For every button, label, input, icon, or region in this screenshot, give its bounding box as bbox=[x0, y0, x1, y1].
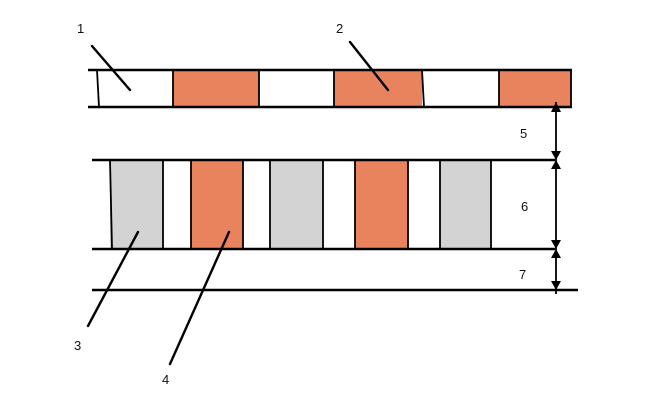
middle-block-gray-3 bbox=[440, 160, 491, 249]
label-6: 6 bbox=[521, 199, 528, 214]
middle-block-white-1 bbox=[163, 160, 191, 249]
leader-line-3 bbox=[86, 230, 140, 328]
label-2: 2 bbox=[336, 21, 343, 36]
label-5: 5 bbox=[520, 126, 527, 141]
dimension-arrow-5-top bbox=[551, 102, 561, 112]
dimension-arrow-7-bottom bbox=[551, 281, 561, 290]
dimension-arrow-5-bottom bbox=[551, 151, 561, 160]
label-1: 1 bbox=[77, 21, 84, 36]
dimension-arrow-6-bottom bbox=[551, 240, 561, 249]
middle-block-orange-1 bbox=[191, 160, 243, 249]
dimension-arrow-7-top bbox=[551, 249, 561, 258]
middle-block-orange-2 bbox=[355, 160, 408, 249]
middle-block-white-2 bbox=[243, 160, 270, 249]
dimension-line bbox=[551, 102, 561, 294]
middle-block-white-3 bbox=[323, 160, 355, 249]
label-3: 3 bbox=[74, 338, 81, 353]
middle-block-white-4 bbox=[408, 160, 440, 249]
top-block-3 bbox=[259, 70, 334, 107]
middle-divider bbox=[109, 159, 113, 250]
label-4: 4 bbox=[162, 372, 169, 387]
top-divider bbox=[96, 69, 100, 108]
top-block-5 bbox=[422, 70, 499, 107]
top-row bbox=[88, 68, 572, 109]
middle-block-gray-2 bbox=[270, 160, 323, 249]
top-divider bbox=[421, 69, 425, 108]
top-block-6 bbox=[499, 70, 571, 107]
dimension-arrow-6-top bbox=[551, 160, 561, 169]
top-block-1 bbox=[97, 70, 173, 107]
leader-line-2 bbox=[348, 40, 390, 92]
leader-line-1 bbox=[90, 44, 132, 92]
middle-row bbox=[92, 158, 555, 251]
leader-line-4 bbox=[168, 230, 231, 366]
top-block-2 bbox=[173, 70, 259, 107]
label-7: 7 bbox=[519, 267, 526, 282]
